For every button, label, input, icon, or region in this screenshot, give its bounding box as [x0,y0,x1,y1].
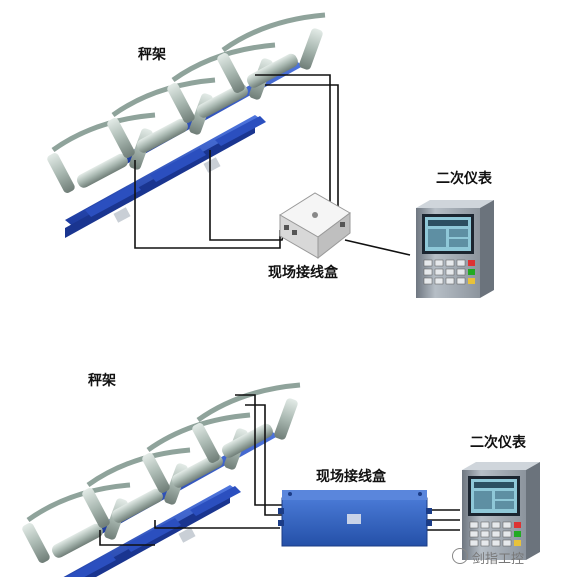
panel-1 [46,15,495,299]
watermark-text: 剑指工控 [472,552,525,567]
scale-frame-1 [46,15,325,238]
instrument-1 [415,199,495,299]
instrument-label-1: 二次仪表 [436,171,492,187]
scale-frame-label-2: 秤架 [88,373,116,389]
panel-2 [21,385,541,577]
instrument-2 [461,461,541,561]
instrument-label-2: 二次仪表 [470,435,526,451]
junction-box-label-2: 现场接线盒 [316,469,386,485]
junction-box-2 [278,490,432,547]
junction-box-label-1: 现场接线盒 [268,265,338,281]
watermark-icon [452,548,468,564]
scale-frame-2 [21,385,300,577]
junction-box-1 [279,192,351,260]
scale-frame-label-1: 秤架 [138,47,166,63]
